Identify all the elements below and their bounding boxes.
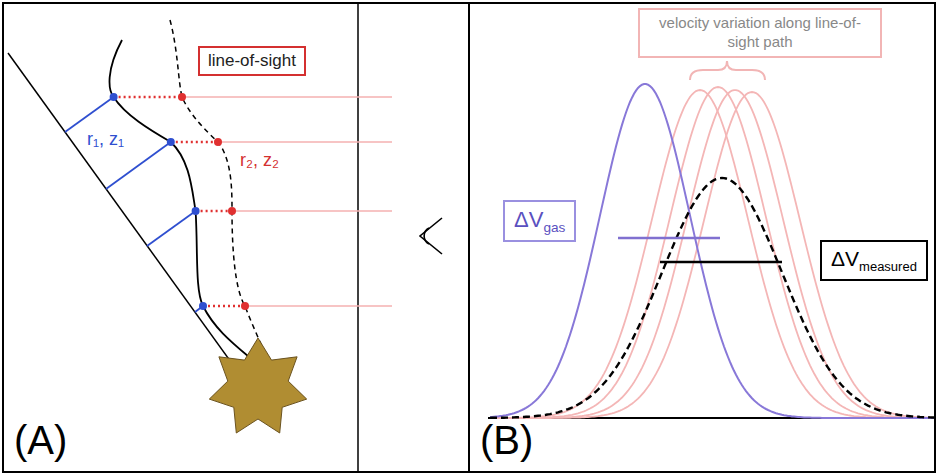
red-dot bbox=[228, 207, 236, 215]
brace bbox=[690, 61, 765, 80]
box-text: line-of-sight bbox=[208, 51, 296, 70]
sight-lines bbox=[182, 97, 392, 306]
box-text: ΔV bbox=[514, 207, 543, 232]
sight-line bbox=[245, 305, 392, 307]
panel-tag: (A) bbox=[14, 418, 67, 463]
star-symbol bbox=[209, 338, 306, 433]
axis-line bbox=[357, 4, 359, 471]
blue-dot bbox=[167, 138, 175, 146]
blue-dot bbox=[199, 302, 207, 310]
box-text: ΔV bbox=[831, 247, 859, 270]
disk-surface-line bbox=[8, 53, 262, 405]
emitting-surface bbox=[110, 40, 255, 362]
gas-width-bar bbox=[618, 237, 720, 240]
height-segment bbox=[106, 142, 171, 189]
height-segment bbox=[65, 97, 114, 132]
coordinate-label: r₁, z₁ bbox=[87, 129, 124, 150]
sight-line bbox=[218, 141, 392, 143]
height-segments bbox=[65, 97, 203, 312]
offset-segment bbox=[196, 210, 232, 213]
panel-tag: (B) bbox=[480, 418, 533, 463]
panel-frame: (B) velocity variation along line-of-sigh… bbox=[468, 2, 936, 473]
box-text: velocity variation along line-of-sight p… bbox=[659, 14, 861, 50]
width-label-box: ΔVmeasured bbox=[820, 240, 928, 281]
sight-line bbox=[232, 210, 392, 212]
offset-segment bbox=[203, 305, 245, 308]
width-label-box: ΔVgas bbox=[503, 200, 576, 242]
blue-dot bbox=[110, 93, 118, 101]
red-dot bbox=[241, 302, 249, 310]
coordinate-label: r₂, z₂ bbox=[240, 150, 279, 171]
height-segment bbox=[147, 211, 196, 246]
red-dots bbox=[178, 93, 249, 310]
subscript-text: gas bbox=[543, 220, 565, 235]
eye-pupil bbox=[424, 228, 429, 244]
measured-width-bar bbox=[660, 261, 782, 264]
eye-lids bbox=[420, 218, 442, 254]
red-dot bbox=[214, 138, 222, 146]
red-dot bbox=[178, 93, 186, 101]
offset-segment bbox=[171, 141, 218, 144]
subscript-text: measured bbox=[859, 259, 917, 274]
eye-symbol bbox=[420, 218, 442, 254]
measured-profile bbox=[490, 178, 934, 418]
note-box: velocity variation along line-of-sight p… bbox=[638, 8, 882, 58]
blue-dot bbox=[192, 207, 200, 215]
sight-line bbox=[182, 96, 392, 98]
offset-segment bbox=[114, 96, 182, 99]
label-box: line-of-sight bbox=[198, 46, 306, 76]
panel-frame: (A) line-of-sight bbox=[2, 2, 470, 473]
gas-profile bbox=[490, 84, 934, 418]
offset-segments bbox=[114, 97, 245, 306]
blue-dots bbox=[110, 93, 207, 310]
